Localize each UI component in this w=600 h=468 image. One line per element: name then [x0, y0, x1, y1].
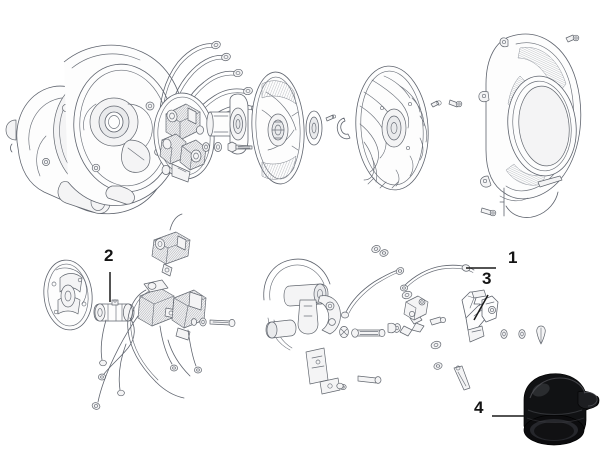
- part-condenser-capacitor: [93, 299, 135, 381]
- part-fan-cowling-shroud: [478, 33, 582, 218]
- part-mounting-bracket: [263, 258, 349, 395]
- part-spark-plug-rubber-cap: [523, 373, 600, 446]
- callout-leader-lines: [109, 267, 524, 417]
- callout-number-2: 2: [104, 246, 114, 265]
- part-ignition-coil-right: [171, 289, 207, 341]
- hardware-thrust-washer-pin-circlip: [305, 110, 351, 146]
- part-curved-rod-upper: [400, 264, 475, 292]
- small-brackets: [336, 295, 446, 390]
- stator-coil-lower-left: [159, 133, 187, 165]
- callout-number-1: 1: [508, 248, 518, 267]
- small-washers: [339, 245, 526, 390]
- part-flywheel-rotor: [251, 71, 305, 185]
- cowling-screws: [480, 34, 580, 217]
- stator-coil-upper: [165, 103, 201, 141]
- stator-coil-lower-right: [179, 139, 207, 171]
- part-ignition-stator-assembly: [153, 40, 261, 183]
- coil-harness-leads: [91, 289, 202, 410]
- part-oval-cover-plate: [43, 259, 93, 331]
- callout-number-4: 4: [474, 398, 484, 417]
- callout-number-3: 3: [482, 269, 492, 288]
- coil-mounting-hardware: [191, 317, 236, 327]
- fan-screws: [430, 99, 463, 108]
- part-stator-backing-plate: [63, 44, 185, 206]
- part-curved-rod-lower: [341, 267, 405, 319]
- part-ignition-coil-mid: [137, 279, 177, 327]
- part-flywheel-hub-boss: [206, 93, 249, 155]
- part-cooling-fan-impeller: [355, 65, 429, 191]
- part-contact-breaker-lever: [461, 289, 499, 343]
- part-ignition-coil-upper: [151, 213, 191, 277]
- cotter-pin: [453, 325, 546, 391]
- hardware-washer-nut-bolt: [202, 141, 253, 153]
